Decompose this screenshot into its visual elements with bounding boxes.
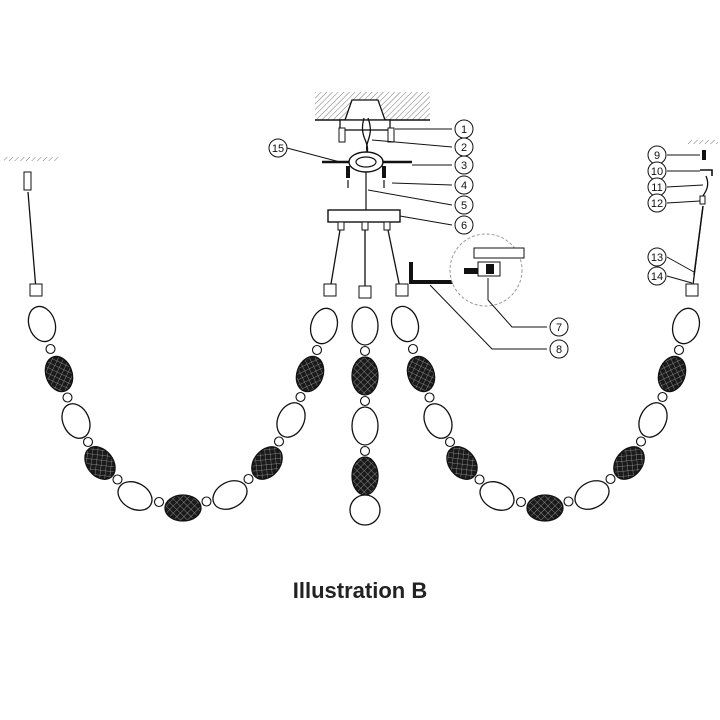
callout-7: 7 — [487, 299, 569, 337]
left-anchor — [23, 171, 32, 191]
clear-bead — [423, 403, 453, 439]
bead-connector — [295, 391, 306, 403]
clear-bead — [212, 480, 248, 510]
bead-connector — [359, 395, 371, 407]
bead-connector — [201, 496, 212, 507]
suspension-cable — [329, 229, 341, 291]
bead-connector — [359, 345, 371, 357]
svg-text:8: 8 — [556, 344, 562, 356]
callout-12: 12 — [647, 193, 701, 213]
dark-mesh-bead — [526, 494, 564, 522]
bead-connector — [62, 392, 73, 403]
clear-bead — [351, 406, 379, 446]
clear-bead — [117, 481, 153, 511]
callout-10: 10 — [647, 161, 700, 181]
dark-mesh-bead — [251, 446, 283, 480]
bead-connector — [243, 473, 254, 485]
bead-connector — [153, 496, 165, 508]
bead-connector — [444, 436, 456, 448]
callout-4: 4 — [391, 175, 474, 195]
suspension-cable — [692, 205, 704, 286]
strand-end-cap — [29, 283, 43, 297]
suspension-cable — [387, 229, 401, 289]
callout-2: 2 — [371, 137, 474, 157]
svg-text:2: 2 — [461, 142, 467, 154]
svg-text:10: 10 — [651, 166, 663, 178]
clear-bead — [574, 480, 610, 510]
bead-connector — [424, 392, 435, 403]
bead-connector — [311, 344, 323, 356]
dark-mesh-bead — [657, 355, 687, 393]
strand-end-cap — [395, 283, 409, 297]
hex-key-tool — [409, 233, 525, 307]
bead-connector — [563, 496, 574, 507]
bead-connector — [359, 445, 371, 457]
callout-5: 5 — [367, 189, 474, 215]
svg-text:5: 5 — [461, 200, 467, 212]
bead-connector — [605, 473, 616, 485]
clear-bead — [390, 305, 420, 343]
bead-connector — [635, 436, 647, 447]
mounting-bracket — [322, 151, 412, 212]
callout-1: 1 — [395, 119, 474, 139]
svg-text:11: 11 — [651, 182, 662, 194]
bead-connector — [474, 474, 485, 485]
dark-mesh-bead — [44, 355, 74, 393]
strand-end-cap — [358, 285, 372, 299]
part-callouts: 1 2 3 4 5 6 7 — [268, 119, 704, 359]
bead-strands — [27, 191, 704, 526]
illustration-caption: Illustration B — [292, 578, 428, 603]
callout-11: 11 — [647, 177, 704, 197]
callout-14: 14 — [647, 266, 693, 286]
svg-text:12: 12 — [651, 198, 663, 210]
callout-3: 3 — [412, 155, 474, 175]
clear-bead — [351, 306, 379, 346]
dark-mesh-bead — [351, 356, 379, 396]
clear-bead — [671, 307, 701, 345]
svg-text:15: 15 — [272, 143, 284, 155]
clear-bead — [27, 305, 57, 343]
bead-connector — [407, 343, 419, 355]
clear-bead — [309, 307, 339, 345]
dark-mesh-bead — [164, 494, 202, 522]
svg-text:6: 6 — [461, 220, 467, 232]
callout-8: 8 — [429, 284, 569, 359]
strand-end-cap — [685, 283, 699, 297]
dark-mesh-bead — [295, 355, 325, 393]
svg-text:4: 4 — [461, 180, 467, 192]
callout-6: 6 — [399, 215, 474, 235]
dark-mesh-bead — [406, 355, 436, 393]
callout-9: 9 — [647, 145, 700, 165]
strand-end-cap — [323, 283, 337, 297]
svg-text:7: 7 — [556, 322, 562, 334]
bead-connector — [273, 436, 285, 447]
svg-text:14: 14 — [651, 271, 663, 283]
clear-bead — [276, 402, 306, 438]
bead-connector — [657, 391, 668, 403]
bead-connector — [45, 343, 56, 355]
svg-text:3: 3 — [461, 160, 467, 172]
clear-bead — [61, 403, 91, 439]
bead-connector — [112, 474, 123, 485]
svg-text:13: 13 — [651, 252, 663, 264]
bead-connector — [82, 436, 94, 448]
pendant-ball — [349, 494, 381, 526]
suspension-cable — [27, 191, 37, 291]
callout-13: 13 — [647, 247, 695, 273]
left-ceiling-stub — [4, 157, 60, 161]
bead-connector — [515, 496, 527, 508]
bead-connector — [673, 344, 685, 356]
dark-mesh-bead — [613, 446, 645, 480]
hanging-plate — [327, 209, 401, 231]
dark-mesh-bead — [84, 446, 116, 480]
svg-text:9: 9 — [654, 150, 660, 162]
svg-text:1: 1 — [461, 124, 467, 136]
clear-bead — [638, 402, 668, 438]
dark-mesh-bead — [446, 446, 478, 480]
callout-15: 15 — [268, 138, 341, 163]
ceiling-mount — [315, 92, 430, 159]
clear-bead — [479, 481, 515, 511]
dark-mesh-bead — [351, 456, 379, 496]
